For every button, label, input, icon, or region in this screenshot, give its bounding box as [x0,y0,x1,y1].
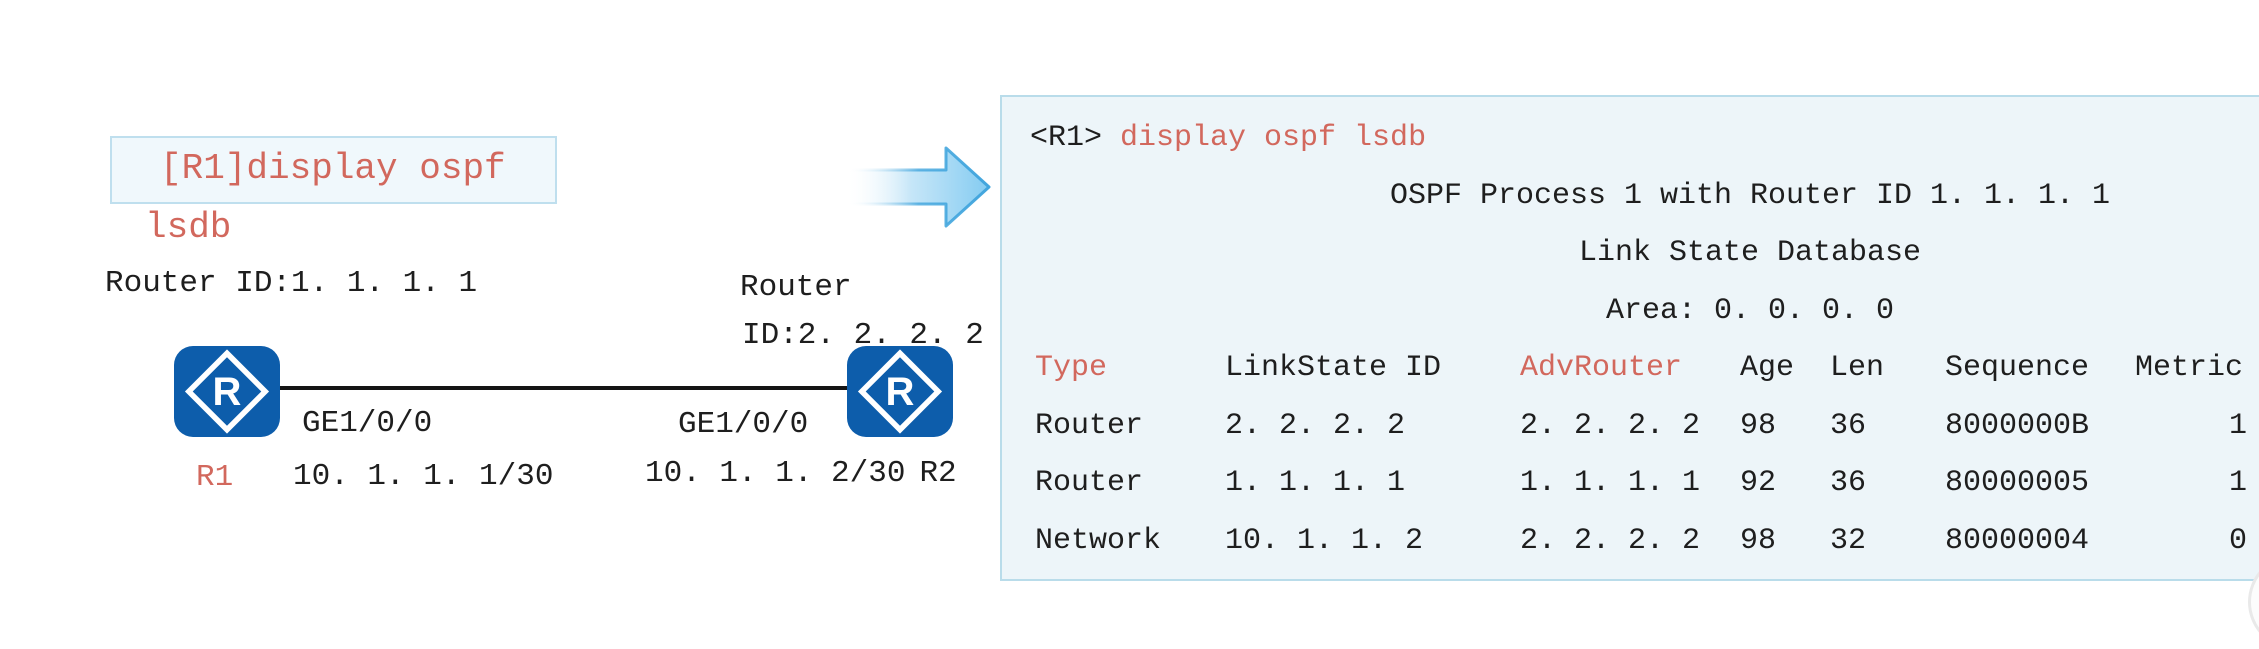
cell-linkstate-id: 10. 1. 1. 2 [1225,523,1424,558]
r1-name-label: R1 [196,460,234,495]
lsdb-table-row: Network 10. 1. 1. 2 2. 2. 2. 2 98 32 800… [1002,513,2259,571]
router-icon-svg: R [174,346,280,437]
command-callout-box [110,136,557,204]
cell-sequence: 80000005 [1945,466,2090,500]
command-text-line2: lsdb [145,207,232,248]
cell-sequence: 8000000B [1945,408,2090,443]
r2-name-label: R2 [919,456,957,491]
cell-advrouter: 2. 2. 2. 2 [1520,408,1701,443]
r2-router-id-label-line2: ID:2. 2. 2. 2 [742,318,984,353]
cell-type: Network [1035,523,1162,558]
cell-age: 92 [1740,466,1777,500]
terminal-command-line: <R1> display ospf lsdb [1002,110,2259,168]
cell-len: 36 [1830,466,1867,500]
r1-ip-label: 10. 1. 1. 1/30 [293,459,554,494]
r2-ip-line: 10. 1. 1. 2/30 R2 [645,456,957,491]
r2-interface-label: GE1/0/0 [678,407,809,442]
r2-ip-label: 10. 1. 1. 2/30 [645,456,906,491]
r1-router-id-label: Router ID:1. 1. 1. 1 [105,266,478,301]
cell-advrouter: 2. 2. 2. 2 [1520,523,1701,558]
terminal-prompt: <R1> [1030,121,1121,155]
cell-len: 36 [1830,408,1867,443]
command-text-line1: [R1]display ospf [160,148,506,189]
cell-linkstate-id: 2. 2. 2. 2 [1225,408,1406,443]
ospf-process-line: OSPF Process 1 with Router ID 1. 1. 1. 1 [1389,178,2111,213]
cell-age: 98 [1740,408,1777,443]
cell-type: Router [1035,408,1144,443]
cell-metric: 1 [2228,466,2247,500]
header-metric: Metric [2135,351,2244,385]
flow-arrow-icon [846,145,992,230]
r1-router-icon: R [172,344,282,439]
header-advrouter: AdvRouter [1520,351,1683,385]
area-line: Area: 0. 0. 0. 0 [1605,293,1895,328]
router-icon-svg: R [847,346,953,437]
cell-advrouter: 1. 1. 1. 1 [1520,466,1701,500]
r2-router-icon: R [845,344,955,439]
header-sequence: Sequence [1945,351,2090,385]
lsdb-table-row: Router 1. 1. 1. 1 1. 1. 1. 1 92 36 80000… [1002,455,2259,513]
cell-age: 98 [1740,523,1777,558]
cell-linkstate-id: 1. 1. 1. 1 [1225,466,1406,500]
cell-metric: 1 [2228,408,2247,443]
cell-len: 32 [1830,523,1867,558]
ethernet-link-line [280,386,847,390]
header-age: Age [1740,351,1795,385]
lsdb-table-header-row: Type LinkState ID AdvRouter Age Len Sequ… [1002,340,2259,398]
terminal-output-panel: <R1> display ospf lsdb OSPF Process 1 wi… [1000,95,2259,581]
cell-metric: 0 [2228,523,2247,558]
terminal-content: <R1> display ospf lsdb OSPF Process 1 wi… [1002,97,2259,570]
cell-sequence: 80000004 [1945,523,2090,558]
terminal-command: display ospf lsdb [1120,121,1427,155]
header-len: Len [1830,351,1885,385]
link-state-database-line: Link State Database [1578,236,1922,270]
cell-type: Router [1035,466,1144,500]
r2-router-id-label-line1: Router [740,270,852,305]
lsdb-table-row: Router 2. 2. 2. 2 2. 2. 2. 2 98 36 80000… [1002,398,2259,456]
r1-interface-label: GE1/0/0 [302,406,433,441]
header-type: Type [1035,351,1108,385]
r2-icon-letter: R [886,370,915,414]
header-linkstate-id: LinkState ID [1225,351,1442,385]
r1-icon-letter: R [213,370,242,414]
